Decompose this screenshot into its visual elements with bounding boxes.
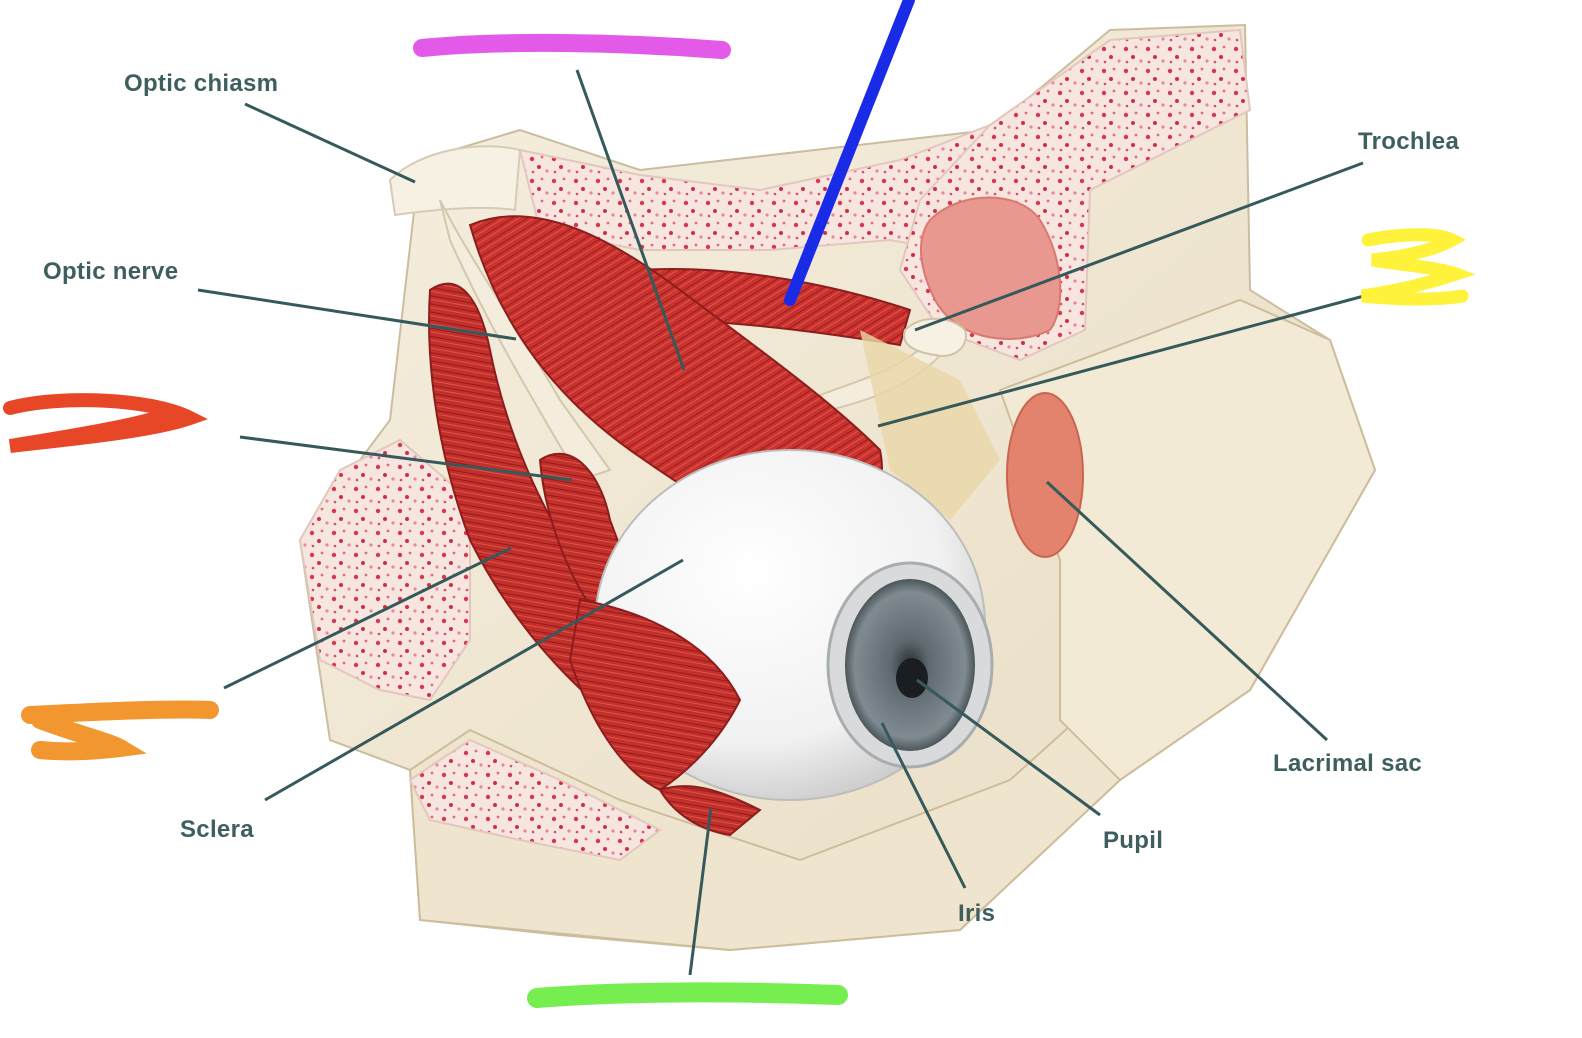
scribble-superior-rectus	[413, 33, 731, 59]
scribble-superior-oblique	[1361, 228, 1476, 306]
leader-iris	[880, 722, 967, 889]
leader-lacrimal-sac	[1045, 480, 1329, 742]
label-optic-nerve: Optic nerve	[43, 258, 179, 285]
orbital-fat	[860, 330, 1000, 520]
leader-inferior-rectus	[223, 546, 512, 690]
leader-superior-rectus	[575, 69, 686, 371]
leader-optic-nerve	[197, 288, 517, 341]
pupil-shape	[896, 658, 928, 698]
leader-trochlea	[914, 161, 1364, 332]
inferior-oblique-insertion	[568, 598, 742, 792]
label-optic-chiasm: Optic chiasm	[124, 70, 279, 97]
label-trochlea: Trochlea	[1358, 128, 1460, 155]
leader-pupil	[916, 678, 1101, 817]
leader-inferior-oblique	[688, 807, 713, 976]
scribble-inferior-oblique	[527, 982, 848, 1008]
label-lacrimal-sac: Lacrimal sac	[1273, 750, 1423, 777]
bone-section-lateral	[298, 438, 471, 702]
label-sclera: Sclera	[180, 816, 254, 843]
scribble-lateral-rectus	[3, 393, 208, 453]
leader-sclera	[264, 558, 684, 802]
leader-lateral-rectus	[239, 435, 573, 482]
frontal-sinus	[919, 196, 1062, 340]
scribble-inferior-rectus	[21, 700, 219, 761]
leader-optic-chiasm	[244, 102, 416, 184]
blue-pen-annotation	[784, 0, 915, 306]
leader-superior-oblique	[877, 294, 1365, 428]
optic-chiasm-shape	[388, 145, 522, 217]
leader-lines	[197, 69, 1365, 976]
label-iris: Iris	[958, 900, 996, 927]
label-pupil: Pupil	[1103, 827, 1164, 854]
lacrimal-sac-shape	[1006, 392, 1084, 558]
bone-section-floor	[408, 738, 662, 862]
orbit-medial-wall	[998, 298, 1377, 782]
